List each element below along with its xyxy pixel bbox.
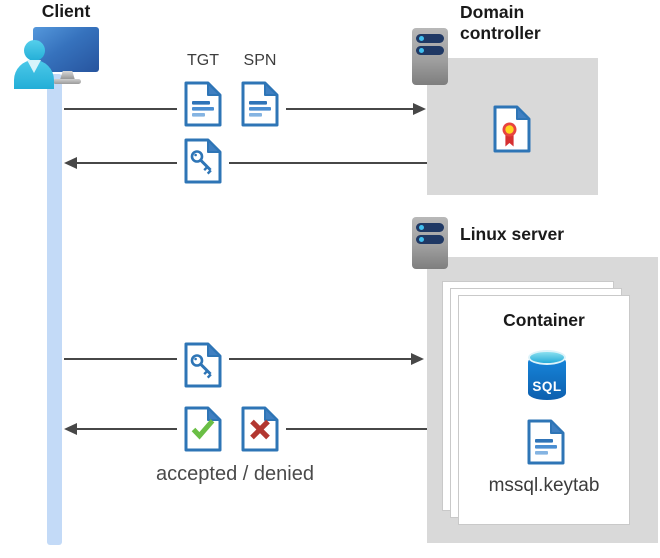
server-icon: [412, 217, 448, 269]
server-led-icon: [419, 225, 424, 230]
ticket-document-group: [177, 341, 229, 394]
tgt-label: TGT: [187, 52, 219, 69]
tgt-document-icon: [184, 81, 222, 127]
monitor-stand-icon: [60, 71, 75, 80]
client-label: Client: [41, 1, 91, 21]
linux-server-label: Linux server: [460, 224, 565, 244]
key-document-icon: [184, 138, 222, 184]
sql-cylinder-top: [528, 350, 566, 365]
result-document-group: [177, 405, 286, 453]
tgt-spn-document-group: [177, 80, 286, 128]
client-lifeline-bar: [47, 74, 62, 545]
sql-label: SQL: [532, 379, 562, 394]
accepted-denied-label: accepted / denied: [156, 463, 314, 485]
server-led-icon: [419, 36, 424, 41]
server-led-icon: [419, 48, 424, 53]
keytab-document-icon: [527, 419, 565, 465]
arrow-client-to-dc-head-icon: [413, 103, 426, 115]
sql-database-icon: SQL: [528, 350, 566, 400]
container-card: Container SQL mssql.keytab: [458, 295, 630, 525]
ticket-document-group: [177, 137, 229, 190]
server-bar-icon: [416, 46, 444, 55]
arrow-client-to-container-head-icon: [411, 353, 424, 365]
denied-x-document-icon: [241, 406, 279, 452]
server-icon: [412, 28, 448, 85]
monitor-stand-base-icon: [53, 79, 81, 84]
arrow-container-to-client-head-icon: [64, 423, 77, 435]
server-bar-icon: [416, 223, 444, 232]
person-icon: [24, 40, 45, 61]
domain-controller-label: Domain controller: [460, 2, 541, 43]
person-collar-icon: [27, 60, 41, 73]
keytab-label: mssql.keytab: [488, 475, 600, 496]
accepted-check-document-icon: [184, 406, 222, 452]
spn-document-icon: [241, 81, 279, 127]
arrow-client-to-container-line: [64, 358, 412, 360]
server-bar-icon: [416, 34, 444, 43]
key-document-icon: [184, 342, 222, 388]
arrow-dc-to-client-line: [76, 162, 427, 164]
container-label: Container: [503, 310, 585, 330]
arrow-dc-to-client-head-icon: [64, 157, 77, 169]
server-bar-icon: [416, 235, 444, 244]
server-led-icon: [419, 237, 424, 242]
spn-label: SPN: [243, 52, 277, 69]
certificate-document-icon: [493, 105, 531, 153]
